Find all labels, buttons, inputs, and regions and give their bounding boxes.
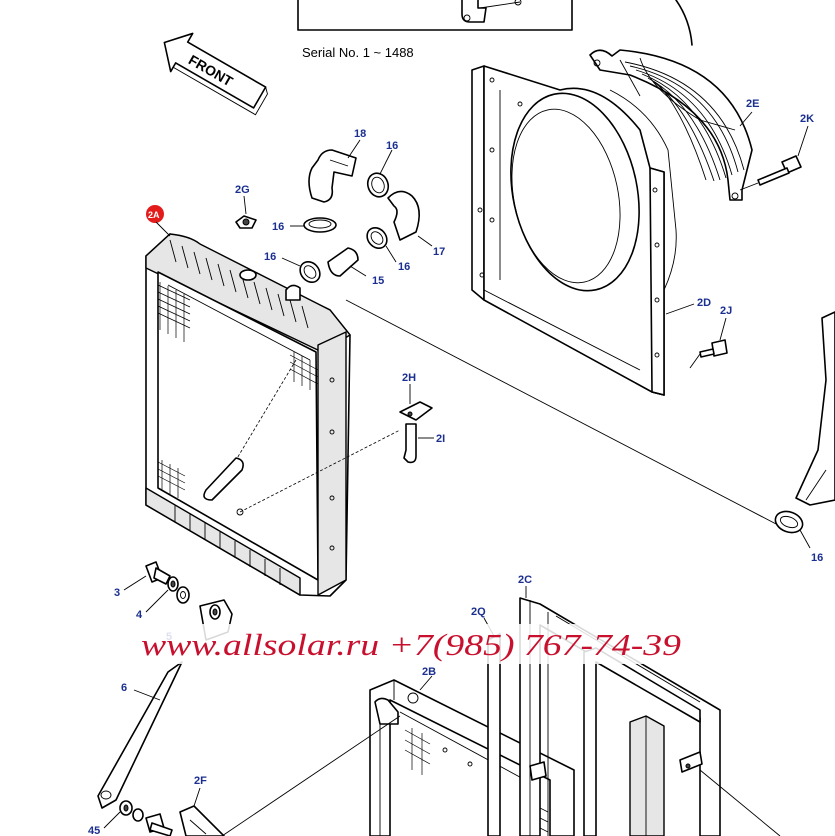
clamp-16-right: [366, 226, 388, 250]
part-label-2d: 2D: [697, 297, 711, 309]
bolt-45: [119, 800, 173, 836]
part-label-16-left: 16: [272, 221, 284, 233]
front-direction-arrow: FRONT: [163, 32, 268, 116]
clip-lower-b: [529, 761, 547, 781]
hose-2i: [403, 423, 417, 464]
part-label-2e: 2E: [746, 98, 759, 110]
svg-text:2A: 2A: [148, 210, 160, 220]
clamp-16-far-right: [774, 510, 804, 534]
part-label-4: 4: [136, 609, 143, 621]
bracket-2f: [179, 805, 225, 836]
serial-inset: [297, 0, 573, 31]
part-label-2g: 2G: [235, 184, 250, 196]
bolt-3: [145, 561, 171, 585]
part-label-16-lower: 16: [264, 251, 276, 263]
right-hose: [795, 311, 835, 506]
lower-frame-2b: [369, 679, 575, 836]
part-label-6: 6: [121, 682, 127, 694]
washer-5: [176, 586, 190, 604]
radiator-2a: [145, 233, 401, 597]
washer-4: [167, 576, 179, 592]
part-label-2q: 2Q: [471, 606, 486, 618]
part-label-2j: 2J: [720, 305, 732, 317]
part-label-2b: 2B: [422, 666, 436, 678]
clamp-16-left: [303, 217, 337, 233]
part-label-16-upper: 16: [386, 140, 398, 152]
leader-lines: [103, 111, 811, 829]
serial-note: Serial No. 1 ~ 1488: [302, 45, 414, 60]
part-label-2h: 2H: [402, 372, 416, 384]
clamp-16-lower: [299, 260, 321, 284]
bolt-2j: [689, 339, 728, 369]
part-labels: 18 16 2G 16 17 16 16 15 2E 2K 2D 2J 2H 2…: [88, 98, 823, 836]
part-label-2c: 2C: [518, 574, 532, 586]
hose-15: [327, 247, 359, 277]
part-label-18: 18: [354, 128, 366, 140]
part-label-2k: 2K: [800, 113, 814, 125]
radiator-cap-2g: [235, 215, 257, 229]
bracket-2h: [399, 401, 433, 421]
part-label-2i: 2I: [436, 433, 445, 445]
hose-17: [387, 190, 420, 241]
watermark-backdrop: [130, 624, 690, 664]
stay-rod-6: [97, 661, 183, 809]
part-label-16-far-right: 16: [811, 552, 823, 564]
highlight-badge-2a: 2A: [146, 205, 164, 223]
watermark: www.allsolar.ru +7(985) 767-74-39: [141, 627, 681, 662]
clip-lower-a: [679, 751, 703, 773]
part-label-3: 3: [114, 587, 120, 599]
part-label-17: 17: [433, 246, 445, 258]
fan-shroud: [471, 65, 677, 396]
bolt-2k: [739, 155, 802, 191]
part-label-2f: 2F: [194, 775, 207, 787]
part-label-15: 15: [372, 275, 384, 287]
fan-guard: [589, 0, 753, 201]
part-label-16-right: 16: [398, 261, 410, 273]
clamp-16-upper: [366, 172, 390, 198]
hose-18: [308, 149, 357, 203]
part-label-45: 45: [88, 825, 100, 836]
